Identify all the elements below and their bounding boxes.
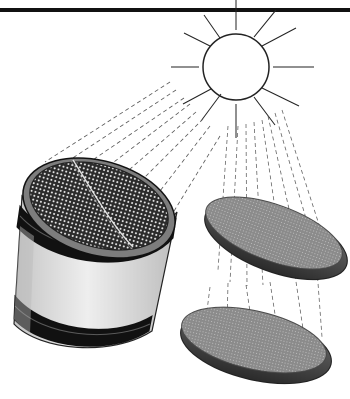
sun-icon (171, 0, 314, 138)
upper-solar-panel-icon (195, 182, 350, 296)
cylindrical-solar-collector-icon (11, 141, 187, 347)
lower-solar-panel-icon (174, 295, 339, 396)
top-border-bar (0, 8, 350, 12)
